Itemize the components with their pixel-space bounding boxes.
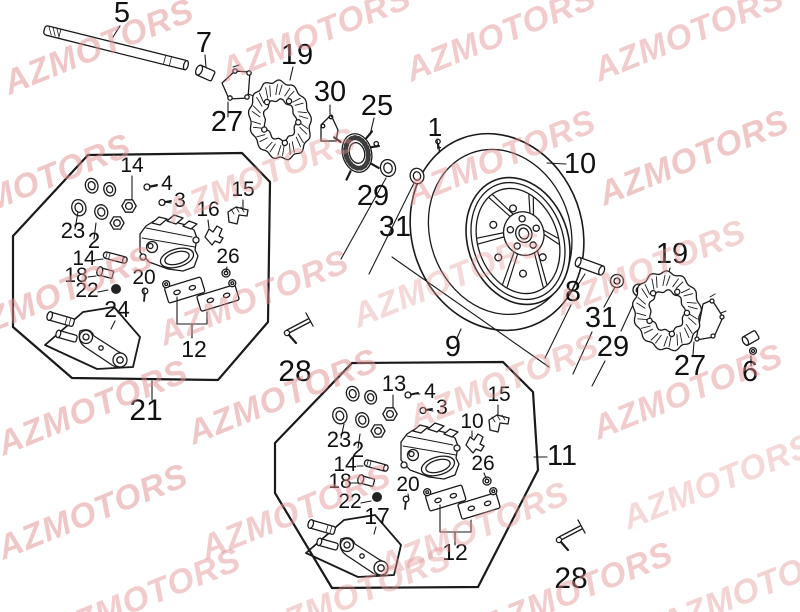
inset-octagon-11 (273, 360, 540, 590)
watermark-text: AZMOTORS (587, 0, 789, 90)
part-label-10: 10 (460, 410, 483, 433)
watermark-text: AZMOTORS (0, 456, 194, 567)
part-label-27: 27 (211, 106, 243, 138)
part-label-12: 12 (181, 336, 207, 362)
bushing-6 (741, 330, 760, 356)
washer-31-left (409, 167, 425, 185)
bleed-screw-4 (143, 183, 158, 191)
part-label-4: 4 (161, 172, 173, 195)
wheel-spokes (476, 194, 560, 288)
part-label-30: 30 (314, 76, 346, 108)
part-label-29: 29 (597, 331, 629, 363)
part-label-28: 28 (278, 355, 311, 388)
watermark-text: AZMOTORS (0, 0, 200, 103)
sensor-bracket-30 (320, 114, 339, 142)
oil-seal-29-left (379, 158, 397, 178)
clamp-pin-28 (283, 312, 314, 345)
part-label-6: 6 (742, 356, 758, 388)
part-label-19: 19 (656, 238, 688, 270)
pad-bracket-15 (227, 206, 249, 225)
part-label-27: 27 (674, 350, 706, 382)
wheel-rim (465, 176, 571, 306)
leader-lines (74, 25, 752, 546)
wheel-hub (506, 215, 540, 250)
brake-discs (247, 79, 703, 352)
part-label-18: 18 (328, 470, 351, 493)
artwork-layer (11, 25, 760, 590)
part-label-15: 15 (231, 178, 254, 201)
part-label-1: 1 (428, 112, 442, 142)
part-label-8: 8 (565, 276, 581, 308)
part-label-21: 21 (129, 394, 162, 427)
part-label-14: 14 (333, 453, 357, 476)
part-label-26: 26 (216, 245, 239, 268)
speed-sensor-rotor-25 (333, 130, 381, 181)
watermark-text: AZMOTORS (592, 102, 794, 213)
part-label-5: 5 (114, 0, 130, 29)
part-label-20: 20 (132, 266, 155, 289)
part-label-14: 14 (120, 154, 144, 177)
part-label-17: 17 (364, 503, 390, 529)
part-label-12: 12 (442, 539, 468, 565)
washer-set (71, 177, 117, 220)
rubber-cap-22 (111, 284, 121, 294)
torque-link-box (44, 306, 141, 370)
part-label-28: 28 (554, 562, 587, 595)
part-label-2: 2 (352, 437, 364, 462)
watermark-text: AZMOTORS (399, 0, 601, 90)
watermark-text: AZMOTORS (616, 426, 800, 537)
part-label-14: 14 (72, 247, 96, 270)
axle-spacer-7 (194, 64, 216, 82)
part-label-19: 19 (281, 39, 313, 71)
washer-31-right (609, 273, 625, 289)
part-label-10: 10 (564, 148, 596, 180)
part-label-3: 3 (436, 396, 448, 419)
watermark-text: AZMOTORS (476, 534, 678, 612)
part-label-4: 4 (424, 380, 436, 403)
part-label-15: 15 (487, 383, 510, 406)
part-label-20: 20 (396, 473, 419, 496)
part-label-13: 13 (382, 371, 406, 396)
caliper-assembly-kit (44, 177, 249, 370)
part-label-31: 31 (379, 211, 411, 243)
part-label-31: 31 (585, 302, 617, 334)
axle-shaft (43, 25, 189, 71)
brake-pads-12 (162, 276, 240, 312)
part-label-7: 7 (196, 27, 212, 59)
clamp-pin-28-lower (555, 518, 587, 552)
part-label-18: 18 (64, 264, 87, 287)
brake-disc-19-right (631, 270, 703, 352)
part-label-24: 24 (104, 296, 130, 322)
pad-clip (204, 225, 224, 246)
part-label-22: 22 (338, 490, 361, 513)
watermark-text: AZMOTORS (654, 532, 800, 612)
part-label-11: 11 (547, 440, 577, 472)
slide-pin-14 (102, 251, 128, 264)
front-wheel-10 (409, 132, 585, 332)
watermark-text: AZMOTORS (44, 540, 246, 612)
part-label-16: 16 (196, 198, 219, 221)
pin-bolt-18 (96, 266, 115, 279)
brake-caliper (139, 214, 200, 272)
brake-disc-19-top (247, 79, 312, 161)
part-label-22: 22 (75, 279, 98, 302)
disc-bracket-27-right (694, 293, 727, 342)
screw-20 (141, 287, 149, 302)
hex-nuts (109, 199, 137, 230)
part-label-3: 3 (174, 189, 186, 212)
part-label-23: 23 (61, 218, 85, 243)
part-label-25: 25 (361, 90, 393, 122)
part-label-2: 2 (88, 228, 100, 253)
inset-octagon-21 (11, 151, 272, 382)
part-label-23: 23 (327, 427, 351, 452)
disc-bracket-27-top (221, 64, 255, 101)
axle-spacer-8 (574, 256, 606, 276)
part-label-26: 26 (471, 452, 494, 475)
part-label-9: 9 (445, 331, 461, 363)
part-label-29: 29 (357, 180, 389, 212)
